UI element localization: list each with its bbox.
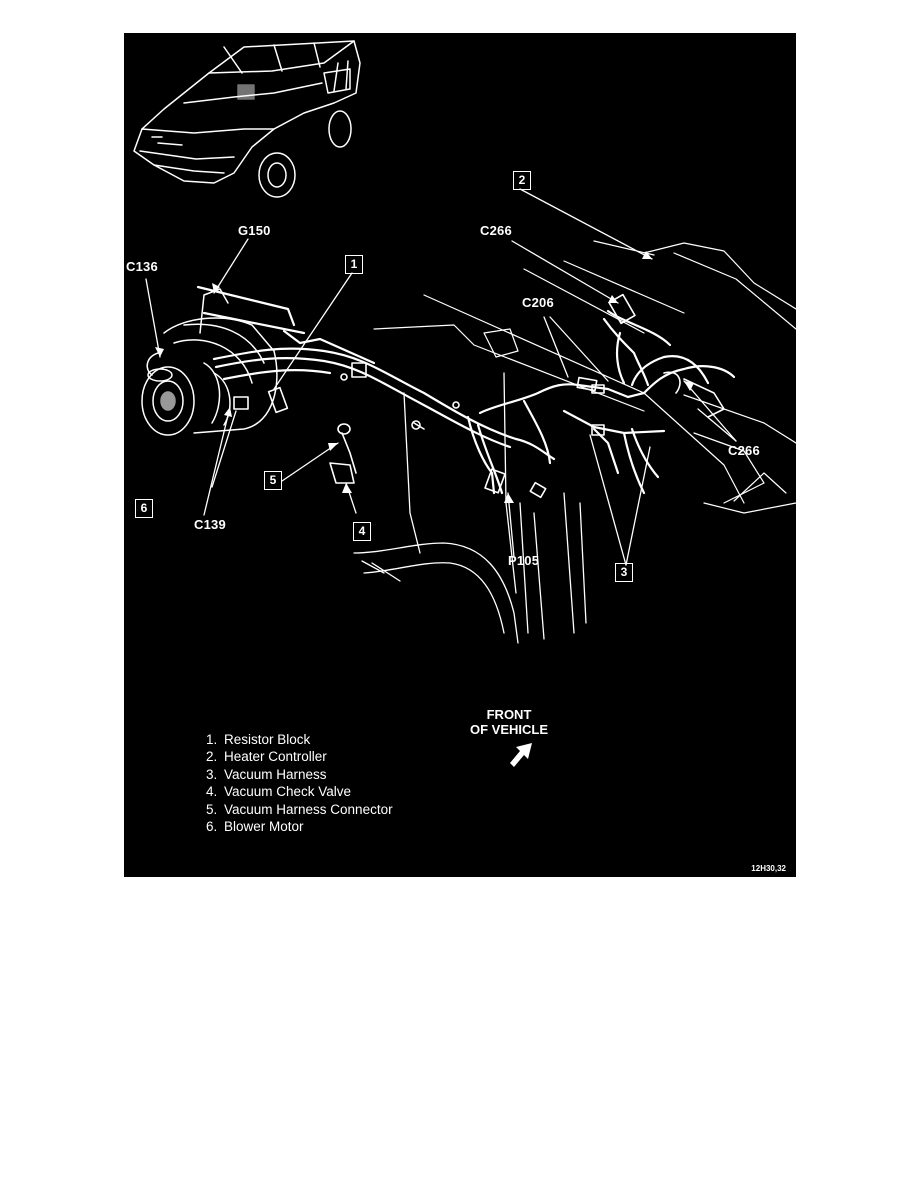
leader-lines — [145, 188, 737, 566]
legend-label: Resistor Block — [224, 732, 311, 747]
legend-number: 4. — [206, 784, 218, 800]
legend-label: Heater Controller — [224, 749, 327, 765]
callout-box-4: 4 — [353, 522, 371, 541]
legend-item: 6. Blower Motor — [206, 818, 393, 835]
connector-shapes — [233, 293, 725, 499]
legend-number: 1. — [206, 732, 218, 747]
callout-c136: C136 — [126, 259, 158, 274]
legend-label: Blower Motor — [224, 818, 304, 834]
callout-box-5: 5 — [264, 471, 282, 490]
front-label-line-2: OF VEHICLE — [470, 722, 549, 737]
callout-box-2: 2 — [513, 171, 531, 190]
leader-arrowheads — [155, 251, 694, 503]
legend-number: 5. — [206, 801, 218, 817]
vehicle-thumbnail — [133, 40, 361, 198]
legend-item: 5. Vacuum Harness Connector — [206, 801, 393, 818]
legend-item: 4. Vacuum Check Valve — [206, 783, 393, 800]
legend-label: Vacuum Harness Connector — [224, 801, 393, 817]
parts-legend: 1. Resistor Block 2. Heater Controller 3. V… — [206, 731, 393, 835]
legend-number: 6. — [206, 818, 218, 834]
callout-p105: P105 — [508, 553, 540, 568]
diagram-panel: G150 C136 C266 C206 C266 C139 P105 1 2 3… — [124, 33, 796, 877]
figure-id: 12H30,32 — [751, 864, 786, 873]
front-arrow-icon — [510, 743, 532, 767]
callout-box-3: 3 — [615, 563, 633, 582]
front-of-vehicle-label: FRONT OF VEHICLE — [470, 707, 548, 737]
callout-c206: C206 — [522, 295, 554, 310]
cowl-lines — [373, 240, 796, 514]
callout-box-6: 6 — [135, 499, 153, 518]
callout-g150: G150 — [238, 223, 271, 238]
legend-number: 3. — [206, 766, 218, 782]
legend-label: Vacuum Check Valve — [224, 784, 352, 800]
wheel-well — [353, 372, 587, 644]
callout-c266-top: C266 — [480, 223, 512, 238]
wiring-harness — [196, 285, 736, 495]
callout-c266-right: C266 — [728, 443, 760, 458]
legend-label: Vacuum Harness — [224, 766, 327, 782]
legend-item: 2. Heater Controller — [206, 748, 393, 765]
diagram-artwork — [133, 40, 796, 767]
legend-number: 2. — [206, 749, 218, 765]
legend-item: 1. Resistor Block — [206, 731, 393, 748]
callout-c139: C139 — [194, 517, 226, 532]
blower-motor-art — [141, 288, 278, 436]
front-label-line-1: FRONT — [486, 707, 532, 722]
legend-item: 3. Vacuum Harness — [206, 766, 393, 783]
callout-box-1: 1 — [345, 255, 363, 274]
